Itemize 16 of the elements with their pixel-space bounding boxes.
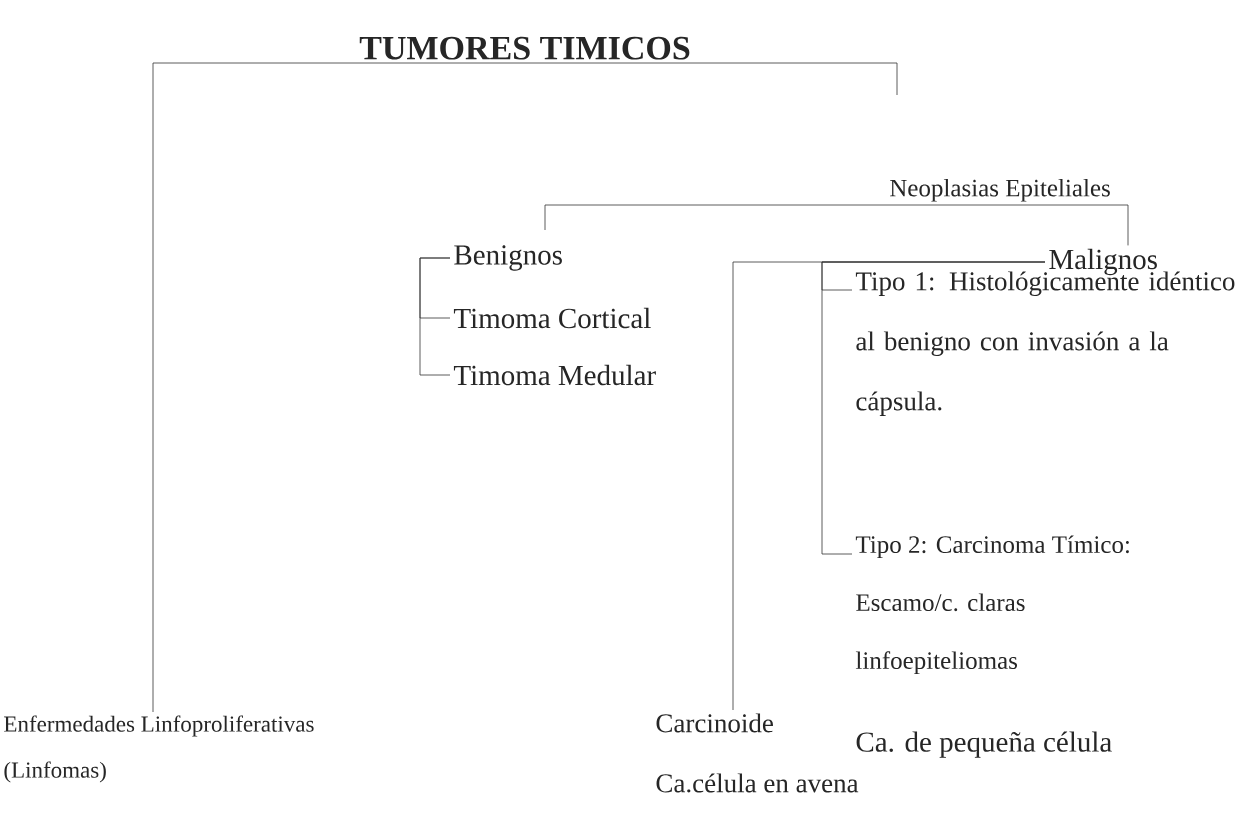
connector-line: [524, 62, 898, 96]
leaf-label: Ca.célula en avena: [656, 773, 859, 793]
leaf-label: Carcinoide: [656, 713, 773, 733]
leaf-label: Timoma Medular: [453, 364, 656, 386]
connector-line: [419, 257, 451, 376]
leaf-label: Tipo 2: Carcinoma Tímico: Escamo/c. claras linfoepiteliomas: [855, 535, 1129, 675]
leaf-label: Timoma Cortical: [453, 307, 651, 329]
connector-line: [152, 62, 526, 713]
connector-line: [999, 204, 1129, 246]
category-label: Neoplasias Epiteliales: [890, 178, 1110, 202]
category-label: Benignos: [454, 245, 562, 271]
leaf-label: Ca. de pequeña célula: [856, 731, 1112, 758]
title: TUMORES TIMICOS: [359, 36, 690, 60]
category-label: Enfermedades Linfoproliferativas (Linfomas): [4, 715, 314, 783]
connector-line: [732, 261, 1046, 711]
connector-line: [544, 204, 1001, 231]
